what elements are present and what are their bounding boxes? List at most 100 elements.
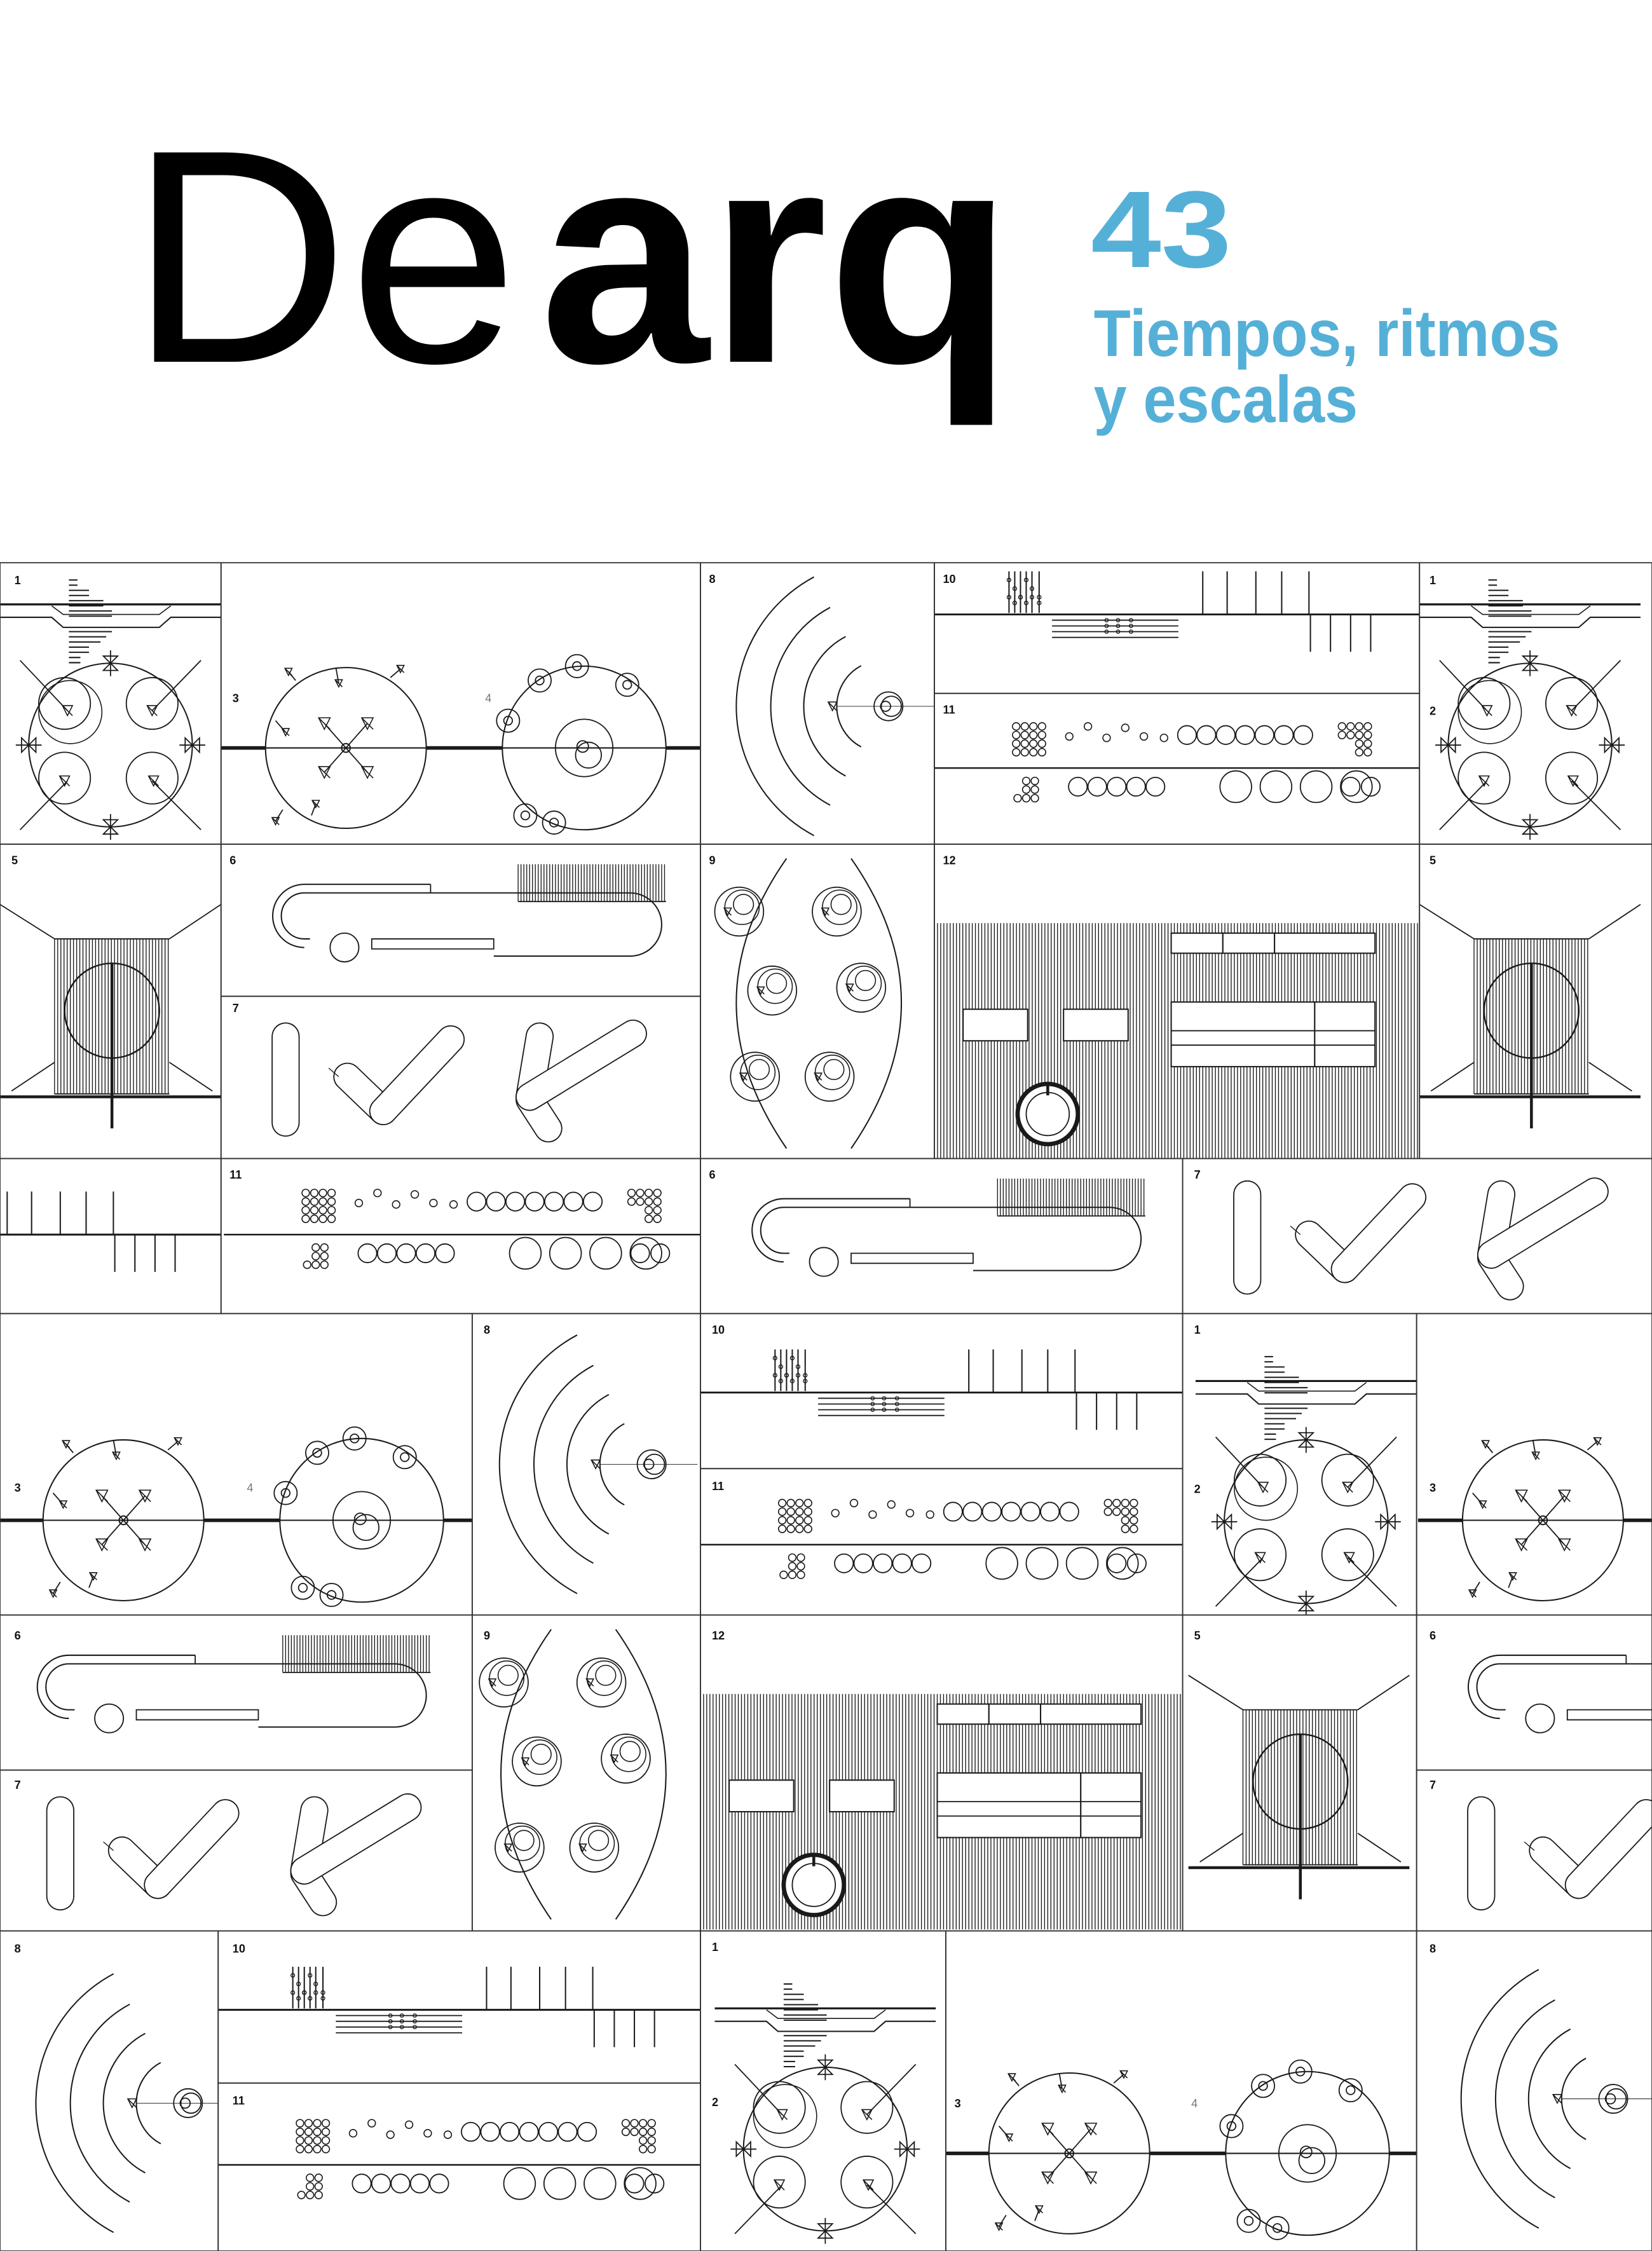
drawing-circle bbox=[318, 1206, 327, 1215]
drawing-circle bbox=[831, 1509, 840, 1517]
drawing-circle bbox=[1346, 2085, 1356, 2095]
drawing-circle bbox=[306, 2173, 315, 2182]
drawing-circle bbox=[310, 1197, 319, 1206]
drawing-circle bbox=[1037, 739, 1046, 748]
drawing-circ11 bbox=[700, 1498, 1183, 1580]
drawing-circle bbox=[1128, 618, 1133, 622]
drawing-path bbox=[615, 1629, 667, 1920]
drawing-circle bbox=[777, 1524, 787, 1533]
drawing-circle bbox=[1029, 722, 1038, 731]
drawing-circle bbox=[538, 2121, 559, 2142]
drawing-circle bbox=[1139, 732, 1149, 741]
pill-fill bbox=[291, 1794, 421, 1884]
drawing-circle bbox=[925, 1510, 934, 1519]
drawing-circle bbox=[1321, 1528, 1374, 1582]
drawing-circle bbox=[582, 1191, 603, 1212]
drawing-circle bbox=[714, 886, 765, 937]
drawing-circle bbox=[524, 1191, 545, 1212]
drawing-circle bbox=[779, 1570, 788, 1580]
drawing-circle bbox=[803, 1372, 808, 1378]
drawing-circle bbox=[887, 1500, 896, 1509]
drawing-line bbox=[1188, 1674, 1243, 1711]
drawing-circle bbox=[321, 2144, 331, 2154]
drawing-path bbox=[1468, 1589, 1477, 1599]
drawing-circle bbox=[777, 1515, 787, 1525]
drawing-circle bbox=[1234, 1456, 1299, 1521]
drawing-circle bbox=[327, 1214, 336, 1223]
drawing-path bbox=[994, 2222, 1004, 2232]
panel-number: 11 bbox=[229, 1168, 242, 1181]
drawing-circle bbox=[486, 1191, 506, 1212]
drawing-circle bbox=[1251, 2074, 1276, 2098]
drawing-circle bbox=[1215, 725, 1236, 745]
drawing-circle bbox=[653, 1206, 662, 1215]
drawing-circle bbox=[512, 1736, 562, 1787]
drawing-circle bbox=[326, 1590, 337, 1600]
drawing-circle bbox=[318, 1197, 327, 1206]
drawing-circle bbox=[500, 2121, 520, 2142]
drawing-plan34 bbox=[1417, 1437, 1652, 1602]
drawing-line bbox=[734, 2184, 783, 2234]
drawing-circle bbox=[588, 1830, 610, 1851]
plan-block bbox=[962, 1008, 1028, 1042]
drawing-circle bbox=[589, 1236, 622, 1270]
drawing-circle bbox=[327, 1197, 336, 1206]
drawing-path bbox=[318, 717, 331, 730]
pill-fill bbox=[1566, 1800, 1652, 1898]
drawing-circle bbox=[342, 1426, 367, 1451]
drawing-circle bbox=[304, 2127, 313, 2137]
drawing-circle bbox=[1023, 577, 1029, 582]
drawing-circle bbox=[1021, 776, 1031, 786]
drawing-circle bbox=[1065, 732, 1074, 741]
drawing-circle bbox=[321, 2136, 331, 2145]
drawing-line bbox=[19, 660, 68, 711]
drawing-panel-plan1 bbox=[1195, 1356, 1417, 1615]
theme-title-line2: y escalas bbox=[1094, 363, 1358, 437]
drawing-circle bbox=[892, 1553, 912, 1573]
drawing-circle bbox=[1087, 776, 1107, 797]
drawing-circle bbox=[564, 653, 589, 678]
drawing-path bbox=[360, 717, 374, 730]
drawing-circle bbox=[1461, 1439, 1624, 1602]
drawing-path bbox=[102, 819, 119, 835]
drawing-circle bbox=[1288, 2059, 1313, 2084]
drawing-path bbox=[1557, 1538, 1571, 1552]
drawing-circle bbox=[1346, 730, 1355, 739]
drawing-circle bbox=[1121, 1507, 1130, 1516]
drawing-panel-lines10 bbox=[700, 1349, 1183, 1430]
panel-border bbox=[1416, 1930, 1652, 2251]
drawing-circle bbox=[575, 741, 603, 769]
plan-block bbox=[1040, 1703, 1142, 1725]
drawing-arcs8 bbox=[35, 1973, 219, 2233]
drawing-circle bbox=[352, 1514, 380, 1542]
drawing-circle bbox=[280, 1488, 291, 1498]
drawing-panel-plan12 bbox=[934, 923, 1418, 1159]
drawing-circle bbox=[854, 969, 877, 992]
panel-number: 10 bbox=[712, 1324, 725, 1336]
drawing-path bbox=[45, 1663, 196, 1711]
drawing-circle bbox=[576, 1657, 627, 1708]
drawing-circle bbox=[624, 2173, 645, 2194]
drawing-circle bbox=[962, 1502, 983, 1522]
drawing-circle bbox=[1177, 725, 1197, 745]
drawing-line bbox=[52, 1582, 61, 1594]
drawing-circle bbox=[311, 1252, 320, 1261]
drawing-circle bbox=[1130, 1515, 1138, 1525]
drawing-circle bbox=[423, 2129, 432, 2138]
drawing-panel-plan5 bbox=[1419, 903, 1641, 1129]
drawing-path bbox=[1478, 775, 1490, 788]
drawing-circle bbox=[313, 1981, 318, 1987]
drawing-path bbox=[723, 907, 732, 917]
drawing-line bbox=[866, 2063, 917, 2116]
drawing-circle bbox=[870, 1402, 875, 1406]
drawing-panel-arcs8 bbox=[1460, 1969, 1652, 2229]
drawing-circle bbox=[796, 1562, 805, 1571]
drawing-circle bbox=[513, 1830, 535, 1851]
drawing-circle bbox=[290, 1575, 315, 1600]
drawing-circle bbox=[542, 811, 566, 835]
drawing-circle bbox=[870, 1396, 875, 1400]
drawing-circle bbox=[479, 1657, 529, 1708]
drawing-circle bbox=[290, 1990, 296, 1995]
drawing-circle bbox=[579, 1825, 615, 1861]
